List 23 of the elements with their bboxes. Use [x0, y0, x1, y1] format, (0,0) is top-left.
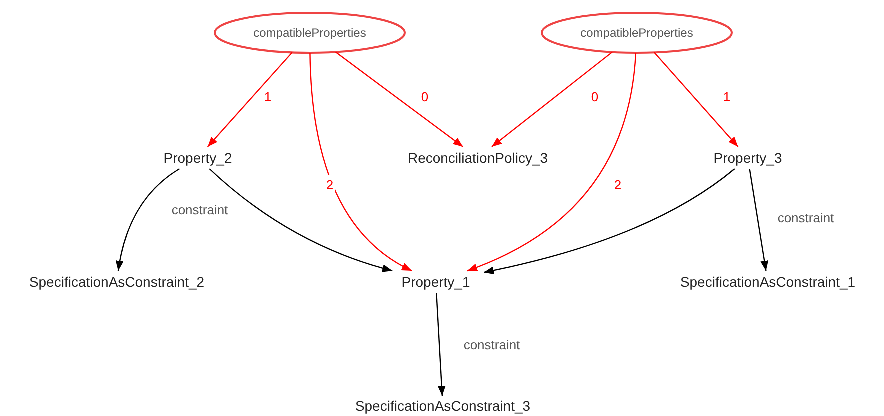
node-label: Property_1: [402, 272, 470, 292]
arrow: [207, 52, 293, 148]
arrow: [209, 168, 393, 272]
node-label: compatibleProperties: [254, 25, 366, 42]
arrow: [467, 52, 637, 272]
node-label: SpecificationAsConstraint_3: [355, 396, 531, 416]
node-label: Property_2: [164, 148, 232, 168]
arrow: [436, 292, 446, 396]
node-label: compatibleProperties: [580, 25, 694, 42]
arrow: [484, 168, 736, 274]
ellipse-node: [214, 12, 406, 54]
ellipse-node: [541, 12, 733, 54]
arrow: [654, 52, 739, 148]
node-label: SpecificationAsConstraint_1: [680, 272, 856, 292]
arrow: [749, 168, 769, 272]
node-label: ReconciliationPolicy_3: [408, 148, 548, 168]
node-label: Property_3: [714, 148, 782, 168]
arrow: [336, 52, 464, 148]
arrow: [116, 168, 180, 272]
edge-label: 2: [324, 175, 336, 195]
arrow: [492, 52, 613, 148]
arrow: [310, 52, 412, 272]
node-label: SpecificationAsConstraint_2: [29, 272, 205, 292]
